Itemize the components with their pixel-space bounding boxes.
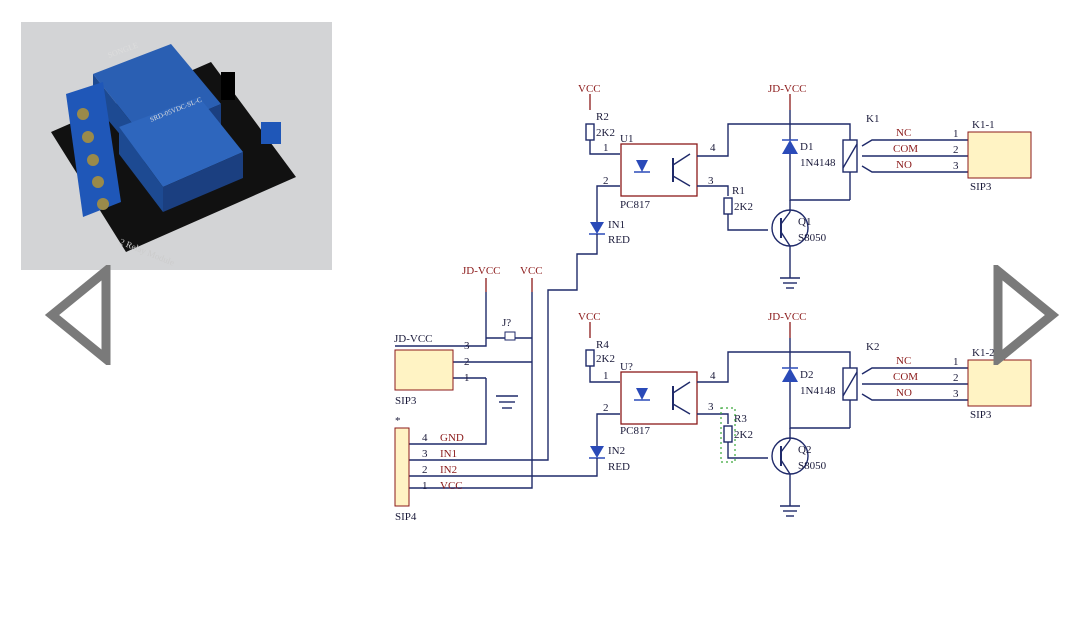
r3-label: R3	[734, 413, 747, 425]
k1-conn-type: SIP3	[970, 181, 992, 193]
power-conn-type: SIP3	[395, 395, 417, 407]
u1-pin1: 1	[603, 142, 609, 154]
power-pin2: 2	[464, 356, 470, 368]
k2-conn-label: K1-2	[972, 347, 995, 359]
jdvcc-label-top: JD-VCC	[768, 83, 807, 95]
r3-resistor	[723, 425, 733, 443]
d2-part: 1N4148	[800, 385, 836, 397]
r2-label: R2	[596, 111, 609, 123]
k2-label: K2	[866, 341, 879, 353]
next-image-button[interactable]	[990, 261, 1060, 369]
k2-conn-pin1: 1	[953, 356, 959, 368]
triangle-left-icon	[44, 261, 111, 369]
relay-module-photo: SONGLE SRD-05VDC-SL-C 2 Relay Module	[21, 22, 332, 270]
r1-resistor	[723, 197, 733, 215]
q2-label: Q2	[798, 444, 811, 456]
power-pin1: 1	[464, 372, 470, 384]
jdvcc-label-bottom: JD-VCC	[768, 311, 807, 323]
input-in2-label: IN2	[440, 464, 457, 476]
led-in2-label: IN2	[608, 445, 625, 457]
input-pin2: 2	[422, 464, 428, 476]
power-pin3: 3	[464, 340, 470, 352]
u2-pin3: 3	[708, 401, 714, 413]
u1-pin2: 2	[603, 175, 609, 187]
r1-label: R1	[732, 185, 745, 197]
power-connector	[394, 349, 454, 391]
vcc-label-left: VCC	[520, 265, 543, 277]
r2-value: 2K2	[596, 127, 615, 139]
r3-value: 2K2	[734, 429, 753, 441]
input-pin4: 4	[422, 432, 428, 444]
k2-conn-pin3: 3	[953, 388, 959, 400]
k1-label: K1	[866, 113, 879, 125]
k2-nc: NC	[896, 355, 911, 367]
u1-label: U1	[620, 133, 633, 145]
r4-label: R4	[596, 339, 609, 351]
u1-pin4: 4	[710, 142, 716, 154]
input-gnd-label: GND	[440, 432, 464, 444]
k1-connector	[967, 131, 1032, 179]
u1-part: PC817	[620, 199, 650, 211]
jumper	[504, 331, 516, 341]
u2-pin1: 1	[603, 370, 609, 382]
u2-optocoupler	[620, 371, 698, 425]
vcc-label-bottom: VCC	[578, 311, 601, 323]
k2-no: NO	[896, 387, 912, 399]
d1-label: D1	[800, 141, 813, 153]
q2-part: S8050	[798, 460, 827, 472]
input-pin1: 1	[422, 480, 428, 492]
q1-part: S8050	[798, 232, 827, 244]
k1-com: COM	[893, 143, 918, 155]
sip4-marker: *	[395, 415, 401, 427]
d1-part: 1N4148	[800, 157, 836, 169]
triangle-right-icon	[993, 261, 1060, 369]
k1-no: NO	[896, 159, 912, 171]
input-in1-label: IN1	[440, 448, 457, 460]
led-in1-label: IN1	[608, 219, 625, 231]
u2-pin2: 2	[603, 402, 609, 414]
k1-conn-label: K1-1	[972, 119, 995, 131]
led-in2-color: RED	[608, 461, 630, 473]
k2-connector	[967, 359, 1032, 407]
input-vcc-label: VCC	[440, 480, 463, 492]
k1-conn-pin2: 2	[953, 144, 959, 156]
r1-value: 2K2	[734, 201, 753, 213]
vcc-label-top: VCC	[578, 83, 601, 95]
d2-label: D2	[800, 369, 813, 381]
input-connector	[394, 427, 410, 507]
r4-resistor	[585, 349, 595, 367]
r2-resistor	[585, 123, 595, 141]
k1-nc: NC	[896, 127, 911, 139]
u2-pin4: 4	[710, 370, 716, 382]
r4-value: 2K2	[596, 353, 615, 365]
u1-optocoupler	[620, 143, 698, 197]
led-in1-color: RED	[608, 234, 630, 246]
u2-part: PC817	[620, 425, 650, 437]
previous-image-button[interactable]	[44, 261, 114, 369]
u2-label: U?	[620, 361, 633, 373]
u1-pin3: 3	[708, 175, 714, 187]
jumper-label: J?	[502, 317, 511, 329]
q1-label: Q1	[798, 216, 811, 228]
k2-com: COM	[893, 371, 918, 383]
input-conn-type: SIP4	[395, 511, 417, 523]
jdvcc-label-left: JD-VCC	[462, 265, 501, 277]
k2-conn-type: SIP3	[970, 409, 992, 421]
k1-conn-pin3: 3	[953, 160, 959, 172]
input-pin3: 3	[422, 448, 428, 460]
sip3-left-title: JD-VCC	[394, 333, 433, 345]
k1-conn-pin1: 1	[953, 128, 959, 140]
k2-conn-pin2: 2	[953, 372, 959, 384]
